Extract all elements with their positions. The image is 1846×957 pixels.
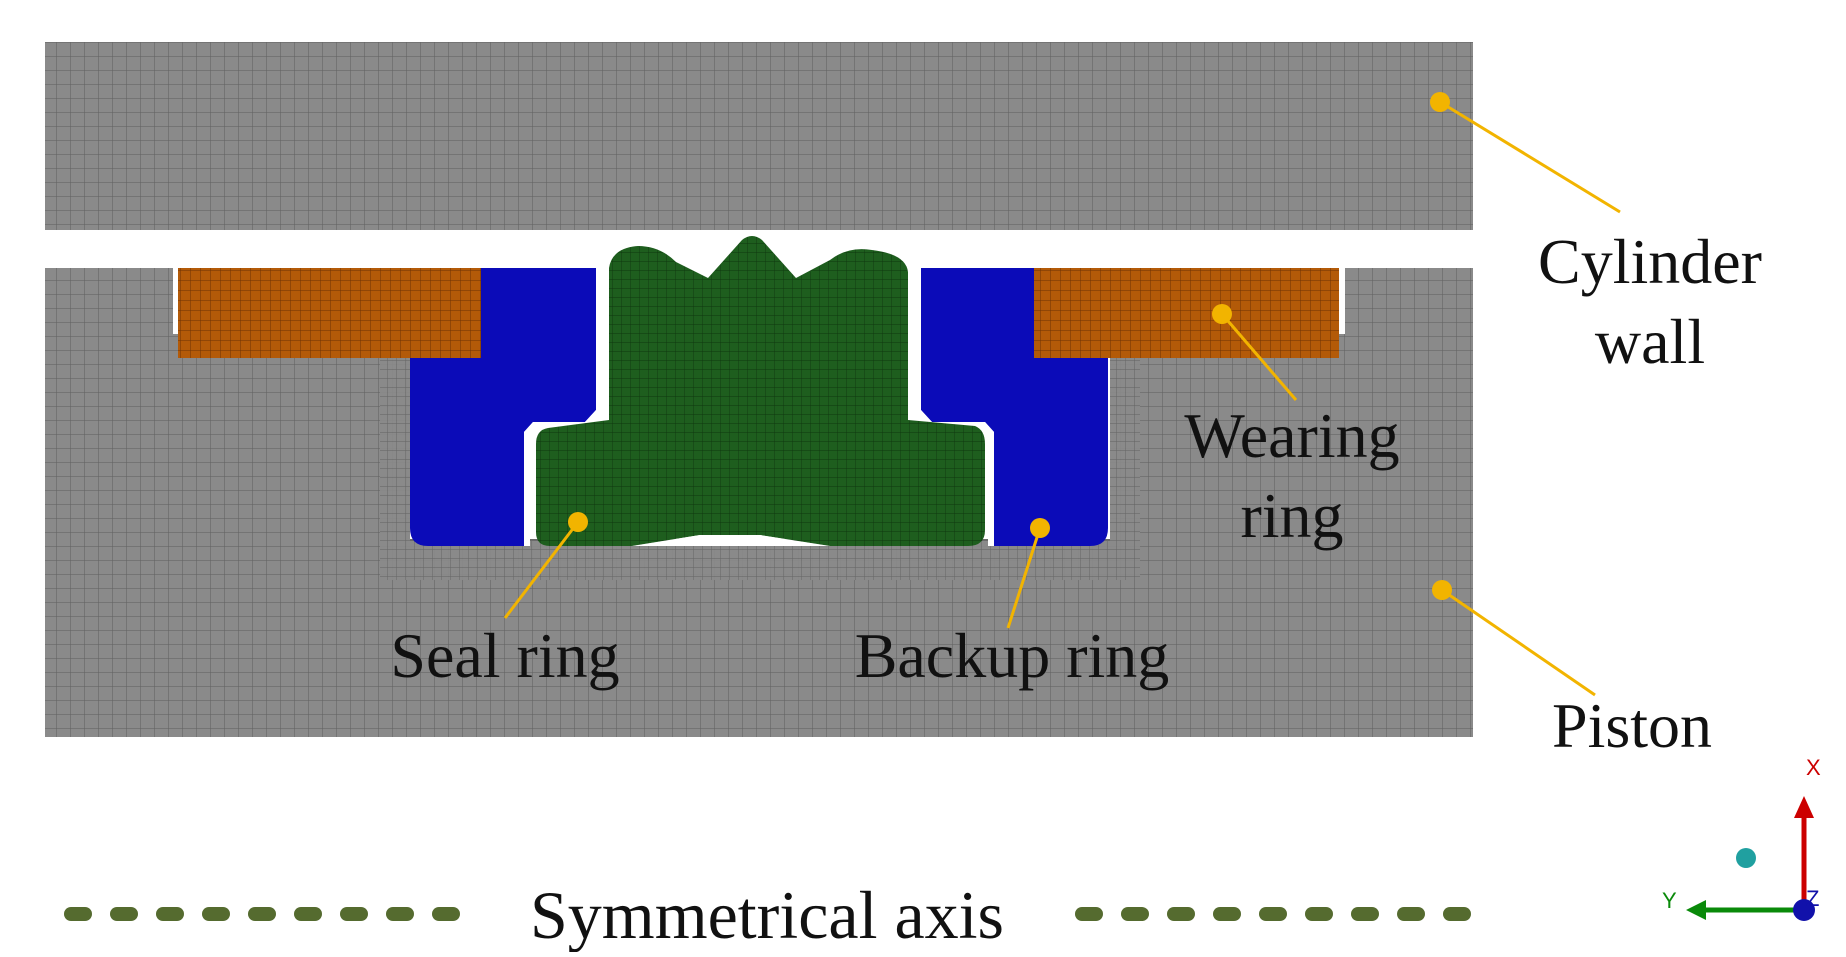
- label-piston: Piston: [1552, 690, 1712, 761]
- label-wearing-ring-line2: ring: [1240, 480, 1343, 551]
- cylinder-wall-mesh: [45, 42, 1473, 230]
- symmetrical-axis-line: [64, 907, 1471, 921]
- label-backup-ring: Backup ring: [855, 620, 1170, 691]
- label-cylinder-wall-line2: wall: [1595, 306, 1705, 377]
- label-wearing-ring-line1: Wearing: [1184, 400, 1399, 471]
- label-seal-ring: Seal ring: [390, 620, 619, 691]
- leader-dots: [568, 92, 1452, 600]
- wearing-ring-right: [1034, 268, 1339, 358]
- coordinate-triad: X Y Z: [1662, 755, 1821, 921]
- label-symmetrical-axis: Symmetrical axis: [530, 877, 1004, 952]
- triad-y-label: Y: [1662, 888, 1677, 913]
- backup-ring-right: [921, 268, 1108, 546]
- backup-ring-left: [410, 268, 596, 546]
- seal-ring: [536, 236, 985, 546]
- leader-lines: [503, 100, 1621, 697]
- wearing-ring-left: [178, 268, 481, 358]
- label-cylinder-wall-line1: Cylinder: [1538, 226, 1762, 297]
- piston-groove-fine-mesh: [380, 334, 1140, 580]
- triad-z-label: Z: [1806, 886, 1819, 911]
- triad-x-label: X: [1806, 755, 1821, 780]
